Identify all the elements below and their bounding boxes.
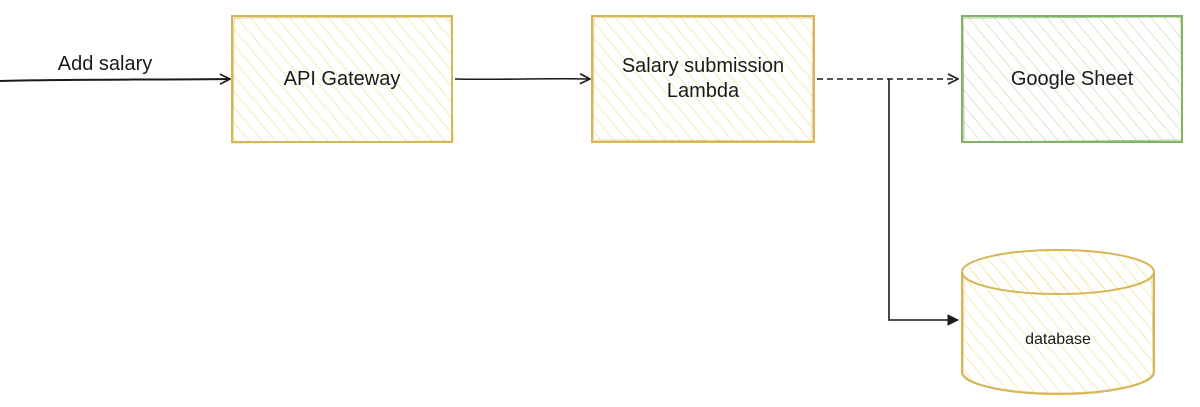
api-gateway-node [231,15,454,144]
database-label: database [1025,331,1091,348]
edge-api-to-lambda [454,79,590,80]
api-gateway-label: API Gateway [283,67,401,90]
edge-add-salary [0,79,230,81]
google-sheet-label: Google Sheet [1010,67,1134,90]
edge-lambda-to-database [888,79,958,320]
google-sheet-node [961,15,1183,143]
database-node [961,249,1155,395]
add-salary-label: Add salary [57,52,153,75]
lambda-label: Salary submission Lambda [621,55,785,102]
lambda-node [591,15,815,143]
